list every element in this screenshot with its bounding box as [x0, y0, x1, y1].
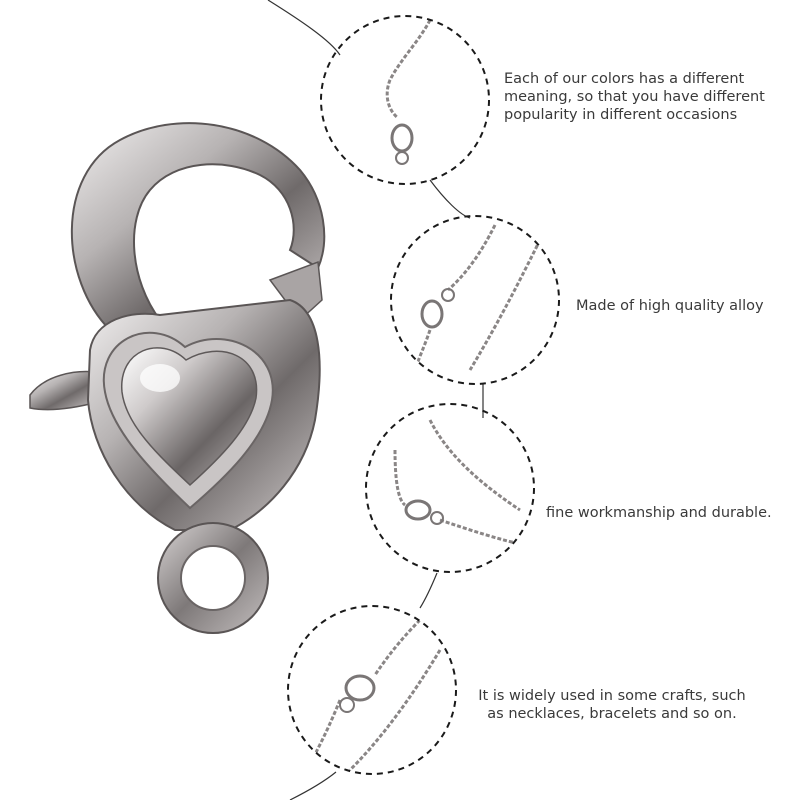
detail-circle-4 [287, 605, 457, 775]
feature-text-workmanship: fine workmanship and durable. [546, 504, 796, 522]
chain-with-clasp-icon [413, 224, 542, 371]
heart-lobster-clasp-icon [29, 122, 326, 634]
feature-text-material: Made of high quality alloy [576, 297, 786, 315]
feature-text-colors: Each of our colors has a different meani… [504, 70, 784, 124]
connector-line [267, 0, 484, 800]
detail-circle-1 [320, 15, 490, 185]
feature-line: It is widely used in some crafts, such [478, 688, 746, 704]
chain-with-clasp-icon [310, 618, 442, 772]
feature-line: meaning, so that you have different [504, 89, 765, 105]
feature-line: Each of our colors has a different [504, 71, 745, 87]
detail-circle-2 [390, 215, 560, 385]
feature-line: fine workmanship and durable. [546, 505, 772, 521]
detail-circle-3 [365, 403, 535, 573]
feature-line: Made of high quality alloy [576, 298, 764, 314]
chain-with-clasp-icon [393, 419, 526, 547]
feature-line: popularity in different occasions [504, 107, 738, 123]
chain-with-clasp-icon [385, 19, 432, 165]
feature-text-usage: It is widely used in some crafts, such a… [462, 687, 762, 723]
feature-line: as necklaces, bracelets and so on. [487, 706, 737, 722]
